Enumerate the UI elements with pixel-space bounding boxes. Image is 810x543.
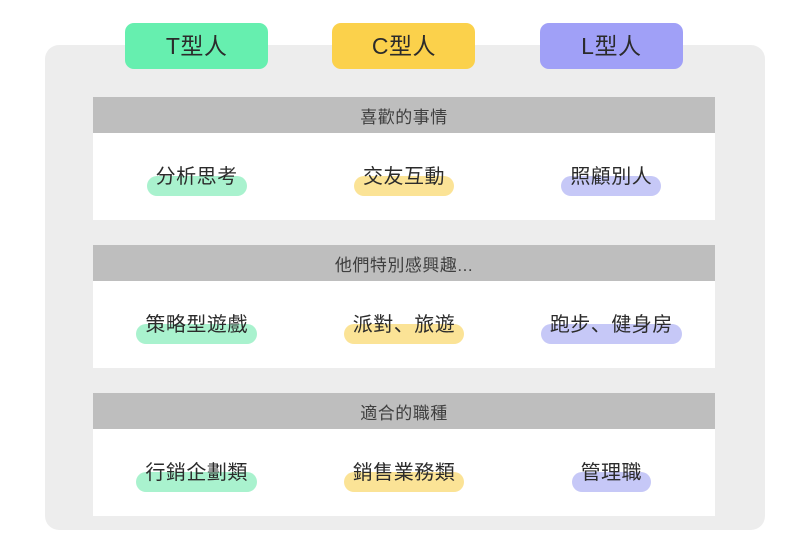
section-cell-l: 管理職 [508,463,715,492]
value-chip: 照顧別人 [561,167,662,196]
section-title: 他們特別感興趣... [93,245,715,281]
type-header-cell-t: T型人 [93,23,300,69]
section-cell-l: 照顧別人 [508,167,715,196]
section-body: 分析思考 交友互動 照顧別人 [93,133,715,220]
section-liked-things: 喜歡的事情 分析思考 交友互動 照顧別人 [93,97,715,220]
section-title: 喜歡的事情 [93,97,715,133]
type-header-row: T型人 C型人 L型人 [93,23,715,69]
section-cell-t: 分析思考 [93,167,300,196]
value-chip: 分析思考 [146,167,247,196]
type-header-cell-c: C型人 [300,23,507,69]
section-body: 行銷企劃類 銷售業務類 管理職 [93,429,715,516]
type-pill-t[interactable]: T型人 [125,23,269,69]
section-cell-l: 跑步、健身房 [508,315,715,344]
value-chip: 行銷企劃類 [136,463,257,492]
section-cell-c: 銷售業務類 [300,463,507,492]
section-cell-c: 派對、旅遊 [300,315,507,344]
value-chip: 銷售業務類 [343,463,465,492]
type-pill-c[interactable]: C型人 [332,23,476,69]
section-cell-t: 行銷企劃類 [93,463,300,492]
value-chip: 派對、旅遊 [343,315,465,344]
value-chip: 管理職 [571,463,652,492]
sections-list: 喜歡的事情 分析思考 交友互動 照顧別人 他們特別感興趣... 策略型遊戲 [93,97,715,516]
section-cell-t: 策略型遊戲 [93,315,300,344]
type-header-cell-l: L型人 [508,23,715,69]
value-chip: 交友互動 [353,167,454,196]
section-body: 策略型遊戲 派對、旅遊 跑步、健身房 [93,281,715,368]
section-title: 適合的職種 [93,393,715,429]
type-pill-l[interactable]: L型人 [539,23,683,69]
section-suitable-jobs: 適合的職種 行銷企劃類 銷售業務類 管理職 [93,393,715,516]
value-chip: 策略型遊戲 [136,315,257,344]
value-chip: 跑步、健身房 [540,315,682,344]
section-interests: 他們特別感興趣... 策略型遊戲 派對、旅遊 跑步、健身房 [93,245,715,368]
section-cell-c: 交友互動 [300,167,507,196]
